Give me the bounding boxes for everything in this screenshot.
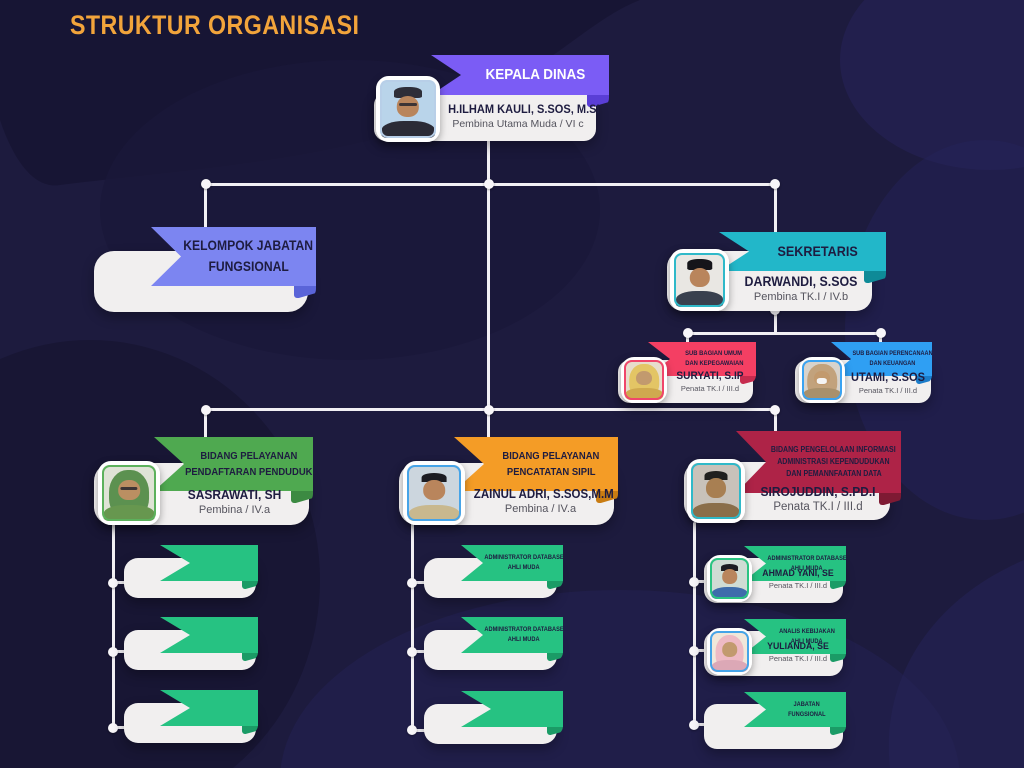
connector-v-sekretaris xyxy=(774,183,777,239)
connector-v-utami xyxy=(879,332,882,349)
banner-ribbon: KEPALA DINAS xyxy=(431,55,609,95)
person-name: ZAINUL ADRI, S.SOS,M.M xyxy=(473,487,614,501)
card-text: UTAMI, S.SOS Penata TK.I / III.d xyxy=(846,370,930,395)
connector-v-sasrawati xyxy=(204,408,207,444)
ribbon-fold xyxy=(242,725,258,734)
photo-darwandi xyxy=(670,249,729,311)
avatar-man-uniform xyxy=(691,463,741,519)
person-name: YULIANDA, SE xyxy=(767,641,829,652)
connector-dot xyxy=(484,179,494,189)
person-name: SURYATI, S.IP xyxy=(676,370,744,382)
connector-dot xyxy=(689,577,699,587)
person-rank: Penata TK.I / III.d xyxy=(680,384,740,393)
ribbon-fold xyxy=(830,580,846,589)
ribbon-fold xyxy=(830,653,846,662)
person-rank: Penata TK.I / III.d xyxy=(768,654,828,663)
connector-stub-right-2 xyxy=(693,649,709,652)
photo-sasrawati xyxy=(98,461,160,525)
card-text: ZAINUL ADRI, S.SOS,M.M Pembina / IV.a xyxy=(468,487,614,515)
banner-ribbon: BIDANG PENGELOLAAN INFORMASI ADMINISTRAS… xyxy=(736,431,901,493)
ribbon-fold xyxy=(740,375,756,384)
connector-dot xyxy=(108,647,118,657)
person-name: UTAMI, S.SOS xyxy=(850,370,926,384)
card-text: SIROJUDDIN, S.PD.I Penata TK.I / III.d xyxy=(748,484,888,513)
photo-h-ilham-kauli xyxy=(376,76,440,142)
connector-v-rightcol xyxy=(693,522,696,726)
ribbon-fold xyxy=(547,580,563,589)
connector-stub-mid-2 xyxy=(411,650,431,653)
ribbon-fold xyxy=(547,726,563,735)
ribbon-fold xyxy=(242,580,258,589)
photo-suryati xyxy=(621,357,667,403)
connector-dot xyxy=(770,405,780,415)
card-text: AHMAD YANI, SE Penata TK.I / III.d xyxy=(754,568,842,590)
connector-dot xyxy=(689,646,699,656)
person-rank: Pembina TK.I / IV.b xyxy=(753,291,849,303)
photo-ahmad-yani xyxy=(707,555,752,602)
connector-stub-left-1 xyxy=(112,581,130,584)
avatar-man-peci xyxy=(674,253,725,307)
connector-stub-mid-3 xyxy=(411,729,431,732)
photo-zainul-adri xyxy=(403,461,465,525)
person-rank: Penata TK.I / III.d xyxy=(858,386,918,395)
photo-utami xyxy=(799,357,845,403)
connector-dot xyxy=(683,328,693,338)
card-text: H.ILHAM KAULI, S.SOS, M.SI Pembina Utama… xyxy=(442,102,600,130)
connector-v-suryati xyxy=(686,332,689,349)
connector-dot xyxy=(876,328,886,338)
person-name: SIROJUDDIN, S.PD.I xyxy=(760,484,876,499)
connector-dot xyxy=(484,405,494,415)
connector-dot xyxy=(201,179,211,189)
ribbon-fold xyxy=(242,652,258,661)
connector-dot xyxy=(770,179,780,189)
connector-dot xyxy=(201,405,211,415)
person-rank: Pembina Utama Muda / VI c xyxy=(452,118,584,130)
connector-dot xyxy=(407,725,417,735)
connector-v-midcol xyxy=(411,523,414,731)
avatar-woman-hijab-pink xyxy=(710,631,749,672)
ribbon-fold xyxy=(547,652,563,661)
person-name: H.ILHAM KAULI, S.SOS, M.SI xyxy=(448,102,600,116)
card-text: DARWANDI, S.SOS Pembina TK.I / IV.b xyxy=(732,274,870,303)
ribbon-fold xyxy=(830,726,846,735)
connector-v-sirojuddin xyxy=(774,408,777,438)
connector-dot xyxy=(689,720,699,730)
connector-v-leftcol xyxy=(112,524,115,729)
avatar-man-batik xyxy=(407,465,461,521)
person-name: AHMAD YANI, SE xyxy=(762,568,834,579)
avatar-woman-hijab-glasses xyxy=(102,465,156,521)
card-text: YULIANDA, SE Penata TK.I / III.d xyxy=(754,641,842,663)
connector-v-center xyxy=(487,140,490,442)
connector-dot xyxy=(407,647,417,657)
connector-stub-left-2 xyxy=(112,650,130,653)
card-text: SASRAWATI, SH Pembina / IV.a xyxy=(162,487,307,516)
person-rank: Pembina / IV.a xyxy=(504,503,577,515)
banner-ribbon: ANALIS KEBIJAKAN AHLI MUDA xyxy=(744,619,846,654)
photo-sirojuddin xyxy=(687,459,745,523)
connector-dot xyxy=(407,578,417,588)
connector-v-darwandi-down xyxy=(774,305,777,334)
banner-ribbon: ADMINISTRATOR DATABASE AHLI MUDA xyxy=(744,546,846,581)
person-name: DARWANDI, S.SOS xyxy=(744,274,858,289)
card-text: SURYATI, S.IP Penata TK.I / III.d xyxy=(668,370,752,393)
person-name: SASRAWATI, SH xyxy=(187,487,282,502)
connector-stub-right-1 xyxy=(693,580,709,583)
connector-dot xyxy=(108,723,118,733)
ribbon-fold xyxy=(916,375,932,384)
connector-h-subbag xyxy=(686,332,882,335)
avatar-man-cap xyxy=(380,80,436,138)
connector-v-kelompok xyxy=(204,183,207,235)
connector-stub-mid-1 xyxy=(411,581,431,584)
person-rank: Penata TK.I / III.d xyxy=(768,581,828,590)
connector-stub-left-3 xyxy=(112,726,130,729)
connector-stub-right-3 xyxy=(693,723,709,726)
page-title: STRUKTUR ORGANISASI xyxy=(70,10,360,40)
photo-yulianda xyxy=(707,628,752,675)
person-rank: Penata TK.I / III.d xyxy=(773,501,863,513)
connector-dot xyxy=(108,578,118,588)
person-rank: Pembina / IV.a xyxy=(198,504,271,516)
